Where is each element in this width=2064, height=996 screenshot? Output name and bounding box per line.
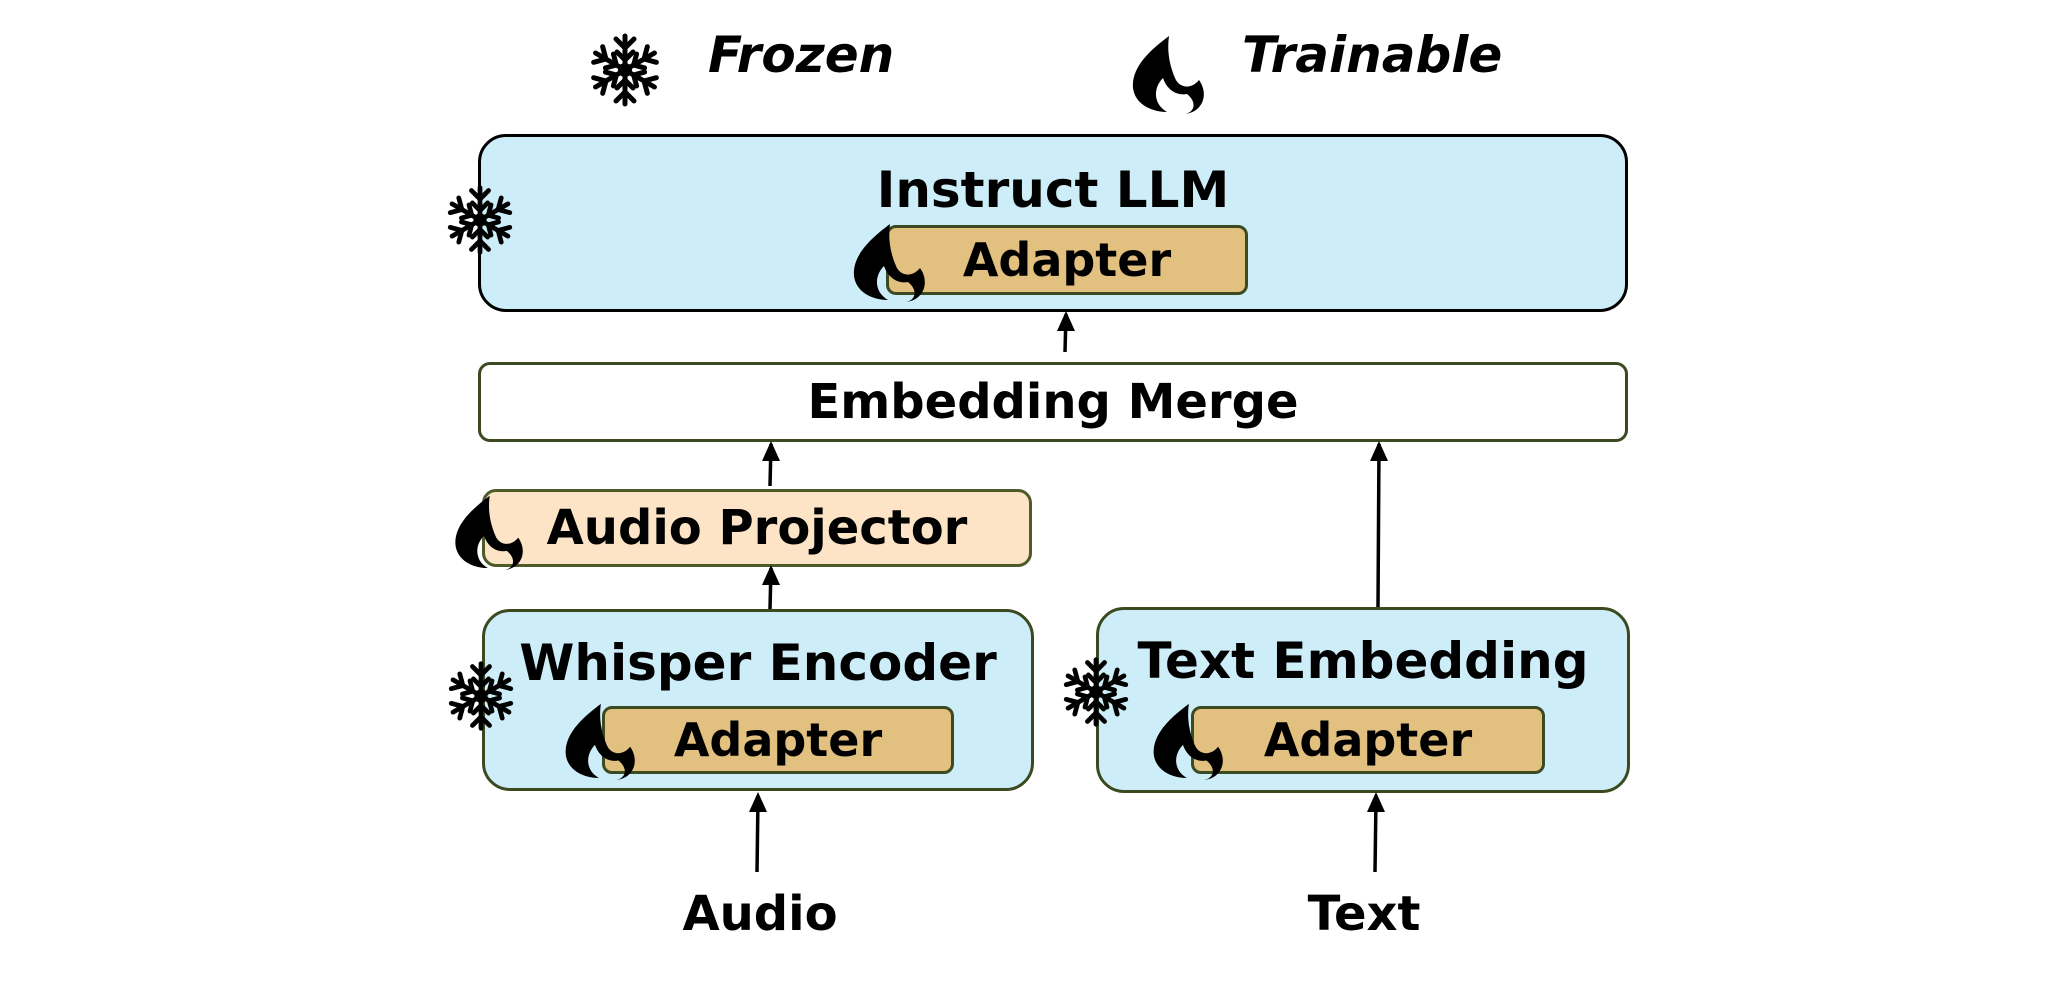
llm-adapter-label: Adapter: [962, 233, 1172, 287]
arrowhead-text: [1367, 792, 1385, 812]
whisper-adapter-label: Adapter: [673, 713, 883, 767]
whisper-encoder-box: Whisper Encoder Adapter: [482, 609, 1034, 791]
audio-projector-box: Audio Projector: [482, 489, 1032, 567]
text-embedding-adapter-label: Adapter: [1263, 713, 1473, 767]
embedding-merge-label: Embedding Merge: [807, 374, 1299, 430]
legend-trainable-label: Trainable: [1242, 26, 1503, 84]
text-input-label: Text: [1307, 886, 1421, 942]
arrowhead-audio: [749, 792, 767, 812]
arrow-text-embedding-to-merge: [1376, 443, 1381, 608]
arrowhead-projector: [762, 441, 780, 461]
arrowhead-merge: [1057, 311, 1075, 331]
whisper-encoder-title: Whisper Encoder: [519, 634, 997, 692]
audio-projector-label: Audio Projector: [546, 500, 968, 556]
text-embedding-adapter-box: Adapter: [1191, 706, 1545, 774]
text-embedding-box: Text Embedding Adapter: [1096, 607, 1630, 793]
arrowhead-text-embedding: [1370, 441, 1388, 461]
arrowhead-whisper: [762, 565, 780, 585]
instruct-llm-box: Instruct LLM Adapter: [478, 134, 1628, 312]
embedding-merge-box: Embedding Merge: [478, 362, 1628, 442]
audio-input-label: Audio: [682, 886, 838, 942]
legend-frozen-label: Frozen: [708, 26, 895, 84]
text-embedding-title: Text Embedding: [1137, 632, 1589, 690]
instruct-llm-title: Instruct LLM: [876, 161, 1230, 219]
